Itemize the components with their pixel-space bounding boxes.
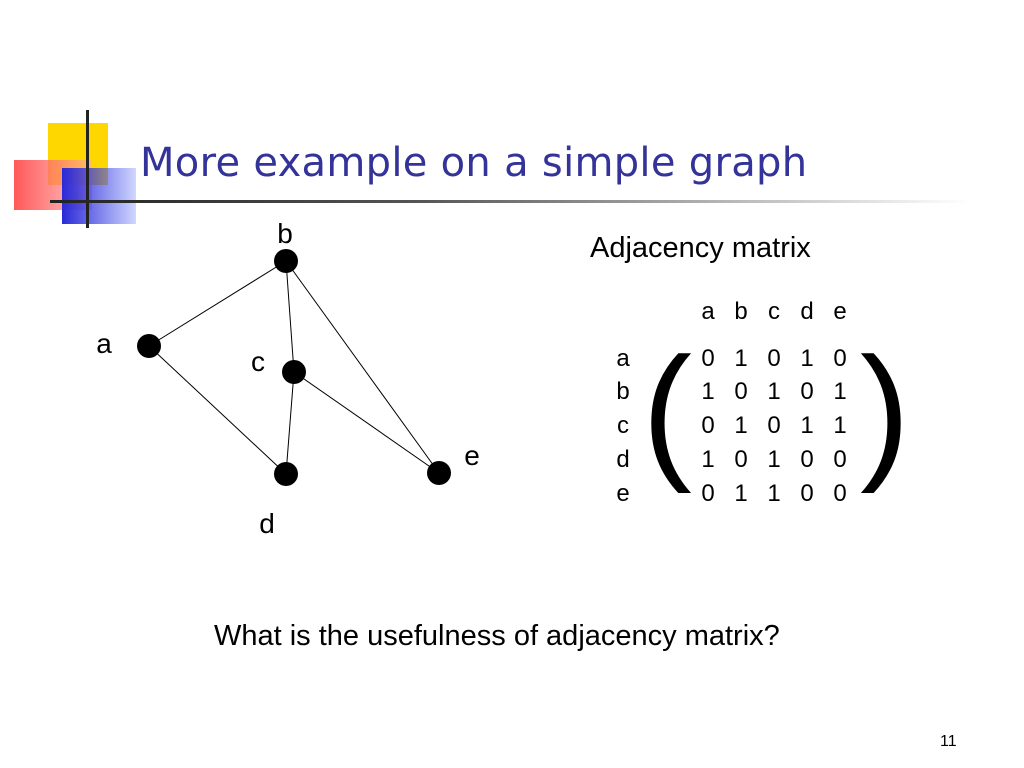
graph-edge-c-d — [285, 371, 295, 475]
matrix-cell-d-c: 1 — [767, 446, 781, 473]
page-number: 11 — [940, 733, 957, 750]
matrix-col-header-d: d — [800, 298, 814, 325]
matrix-cell-c-a: 0 — [701, 412, 715, 439]
matrix-cell-e-d: 0 — [800, 480, 814, 507]
graph-node-label-d: d — [259, 508, 275, 539]
graph-node-label-e: e — [464, 440, 480, 471]
graph-node-label-c: c — [251, 346, 265, 377]
matrix-cell-b-d: 0 — [800, 378, 814, 405]
graph-edge-b-e — [285, 260, 440, 474]
matrix-cell-b-c: 1 — [767, 378, 781, 405]
title-ornament-vertical-line — [86, 110, 89, 228]
title-underline — [50, 200, 970, 203]
graph-node-e — [427, 461, 451, 485]
slide-title: More example on a simple graph — [140, 140, 808, 186]
graph-node-label-a: a — [96, 328, 112, 359]
matrix-cell-e-e: 0 — [833, 480, 847, 507]
graph-node-labels: a b c d e — [96, 218, 480, 539]
graph-node-a — [137, 334, 161, 358]
matrix-cell-c-e: 1 — [833, 412, 847, 439]
matrix-cell-a-b: 1 — [734, 345, 748, 372]
matrix-cell-a-e: 0 — [833, 345, 847, 372]
matrix-row-header-c: c — [617, 412, 629, 439]
graph-node-label-b: b — [277, 218, 293, 249]
matrix-row-header-d: d — [616, 446, 630, 473]
matrix-cell-b-e: 1 — [833, 378, 847, 405]
graph-node-d — [274, 462, 298, 486]
matrix-cell-a-c: 0 — [767, 345, 781, 372]
graph-edge-a-b — [148, 260, 287, 347]
matrix-cell-d-a: 1 — [701, 446, 715, 473]
matrix-row-header-e: e — [616, 480, 630, 507]
matrix-col-header-c: c — [768, 298, 780, 325]
matrix-row-header-a: a — [616, 345, 630, 372]
matrix-cell-b-b: 0 — [734, 378, 748, 405]
matrix-cell-e-a: 0 — [701, 480, 715, 507]
matrix-cell-a-a: 0 — [701, 345, 715, 372]
matrix-cell-d-e: 0 — [833, 446, 847, 473]
matrix-col-header-b: b — [734, 298, 748, 325]
question-text: What is the usefulness of adjacency matr… — [214, 620, 780, 652]
graph-edge-c-e — [293, 371, 440, 474]
matrix-cell-e-b: 1 — [734, 480, 748, 507]
graph-edges — [148, 260, 440, 475]
graph-nodes — [137, 249, 451, 486]
graph-node-b — [274, 249, 298, 273]
matrix-left-parenthesis: ( — [642, 326, 692, 494]
matrix-col-header-a: a — [701, 298, 715, 325]
graph-edge-a-d — [148, 345, 287, 475]
matrix-cell-c-c: 0 — [767, 412, 781, 439]
matrix-cell-c-d: 1 — [800, 412, 814, 439]
matrix-col-header-e: e — [833, 298, 847, 325]
graph-edge-b-c — [285, 260, 295, 373]
matrix-row-header-b: b — [616, 378, 630, 405]
matrix-right-parenthesis: ) — [860, 326, 910, 494]
matrix-cell-d-d: 0 — [800, 446, 814, 473]
graph-node-c — [282, 360, 306, 384]
matrix-cell-a-d: 1 — [800, 345, 814, 372]
adjacency-matrix-title: Adjacency matrix — [590, 232, 811, 264]
matrix-cell-b-a: 1 — [701, 378, 715, 405]
matrix-cell-e-c: 1 — [767, 480, 781, 507]
matrix-cell-d-b: 0 — [734, 446, 748, 473]
title-ornament-blue-square — [62, 168, 136, 224]
matrix-cell-c-b: 1 — [734, 412, 748, 439]
